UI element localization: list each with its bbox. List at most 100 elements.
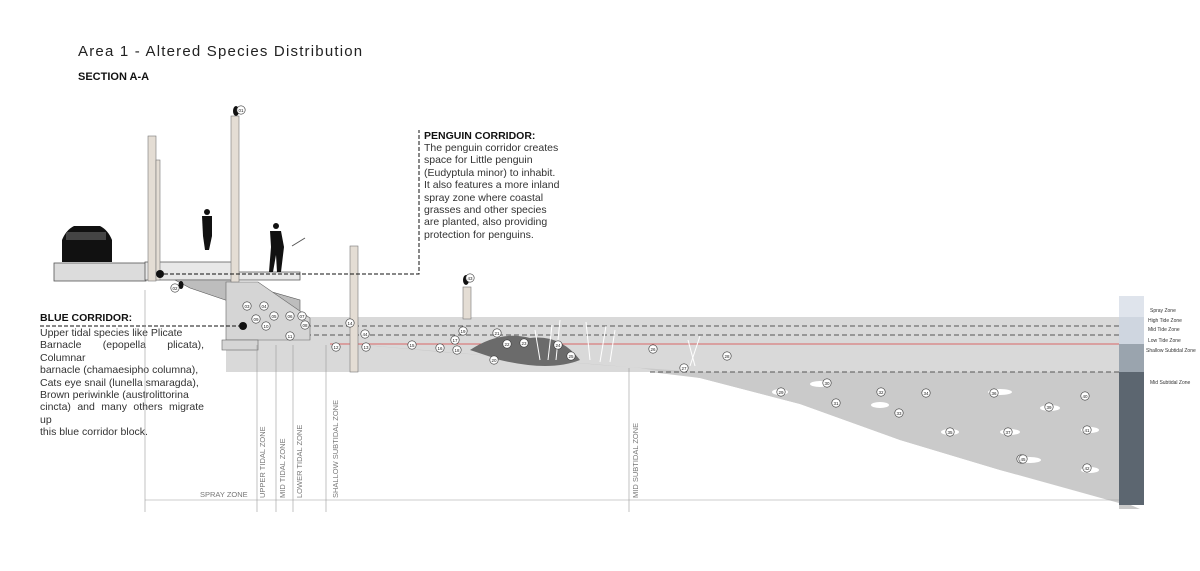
zone-legend-label: Low Tide Zone: [1148, 338, 1181, 344]
pole: [349, 245, 359, 373]
species-marker: 08: [300, 320, 310, 330]
species-marker-label: 34: [923, 391, 929, 396]
species-marker-label: 26: [650, 347, 656, 352]
species-marker: 20: [489, 355, 499, 365]
species-marker: 44: [360, 329, 370, 339]
zone-label-mid-subtidal: MID SUBTIDAL ZONE: [631, 423, 640, 498]
species-marker-label: 08: [302, 323, 308, 328]
species-marker: 22: [502, 339, 512, 349]
zone-dividers: [144, 290, 1119, 512]
species-marker: 25: [566, 351, 576, 361]
species-marker: 35: [945, 427, 955, 437]
species-marker: 03: [242, 301, 252, 311]
species-marker-label: 19: [460, 329, 466, 334]
species-marker: 13: [361, 342, 371, 352]
species-marker-label: 31: [833, 401, 839, 406]
species-marker-label: 37: [1005, 430, 1011, 435]
species-marker-label: 35: [947, 430, 953, 435]
species-marker-label: 45: [1020, 457, 1026, 462]
zone-legend-label: High Tide Zone: [1148, 318, 1182, 324]
species-marker-label: 15: [409, 343, 415, 348]
shallow-subtidal-legend-swatch: [1119, 344, 1144, 372]
mid-subtidal-legend-swatch: [1119, 372, 1144, 505]
water-body: [226, 317, 1119, 372]
species-marker: 29: [776, 387, 786, 397]
blue-corridor-heading: BLUE CORRIDOR:: [40, 312, 133, 324]
species-marker: 07: [297, 311, 307, 321]
species-marker: 17: [450, 335, 460, 345]
species-marker-label: 05: [271, 314, 277, 319]
species-marker: 01: [236, 105, 246, 115]
species-marker: 16: [435, 343, 445, 353]
zone-label-mid-tidal: MID TIDAL ZONE: [278, 438, 287, 498]
species-marker: 36: [989, 388, 999, 398]
species-marker: 31: [831, 398, 841, 408]
blue-corridor-block: [225, 281, 311, 341]
species-marker: 12: [331, 342, 341, 352]
species-marker: 18: [452, 345, 462, 355]
species-marker: 33: [894, 408, 904, 418]
zone-label-lower-tidal: LOWER TIDAL ZONE: [295, 425, 304, 498]
species-marker: 11: [285, 331, 295, 341]
species-marker-label: 02: [172, 286, 178, 291]
species-marker-label: 17: [452, 338, 458, 343]
species-marker: 40: [1080, 391, 1090, 401]
species-marker-label: 32: [878, 390, 884, 395]
species-marker: 27: [679, 363, 689, 373]
species-marker: 32: [876, 387, 886, 397]
species-marker: 04: [259, 301, 269, 311]
species-marker-label: 42: [1084, 466, 1090, 471]
species-marker-label: 24: [555, 343, 561, 348]
species-marker-label: 12: [333, 345, 339, 350]
species-marker-label: 16: [437, 346, 443, 351]
road-deck: [53, 262, 147, 282]
species-marker-label: 10: [263, 324, 269, 329]
species-marker-label: 01: [238, 108, 244, 113]
species-marker: 23: [519, 338, 529, 348]
species-marker-label: 28: [724, 354, 730, 359]
species-marker-label: 30: [824, 381, 830, 386]
species-marker-label: 07: [299, 314, 305, 319]
pole: [155, 159, 161, 281]
species-marker: 26: [648, 344, 658, 354]
pole: [462, 286, 472, 320]
blue-corridor-text: Upper tidal species like Plicate Barnacl…: [40, 327, 204, 439]
species-marker: 45: [1018, 454, 1028, 464]
species-marker: 34: [921, 388, 931, 398]
zone-legend-label: Spray Zone: [1150, 308, 1176, 314]
species-marker: 06: [285, 311, 295, 321]
species-marker-label: 22: [504, 342, 510, 347]
species-marker-label: 36: [991, 391, 997, 396]
pole: [147, 135, 157, 282]
cyclist-icon: [202, 209, 212, 250]
species-marker: 24: [553, 340, 563, 350]
species-marker: 37: [1003, 427, 1013, 437]
species-marker: 39: [1044, 402, 1054, 412]
species-marker: 09: [251, 314, 261, 324]
species-marker-label: 44: [362, 332, 368, 337]
species-marker-label: 20: [491, 358, 497, 363]
penguin-icon: [178, 106, 469, 289]
species-marker-label: 06: [287, 314, 293, 319]
species-marker-label: 04: [261, 304, 267, 309]
species-marker: 05: [269, 311, 279, 321]
species-marker-label: 03: [244, 304, 250, 309]
zone-legend-label: Shallow Subtidal Zone: [1146, 348, 1196, 354]
species-marker-label: 21: [494, 331, 500, 336]
penguin-corridor-text: The penguin corridor creates space for L…: [424, 142, 560, 241]
species-marker-label: 43: [467, 276, 473, 281]
species-marker: 10: [261, 321, 271, 331]
zone-label-spray: SPRAY ZONE: [200, 490, 248, 499]
species-marker: 19: [458, 326, 468, 336]
species-marker-label: 09: [253, 317, 259, 322]
species-marker-label: 33: [896, 411, 902, 416]
page-title: Area 1 - Altered Species Distribution: [78, 43, 364, 60]
species-marker: 15: [407, 340, 417, 350]
pole: [230, 115, 240, 283]
block-base: [221, 339, 259, 351]
zone-legend-label: Mid Subtidal Zone: [1150, 380, 1191, 386]
species-marker-label: 11: [288, 334, 293, 339]
species-marker-label: 23: [521, 341, 527, 346]
